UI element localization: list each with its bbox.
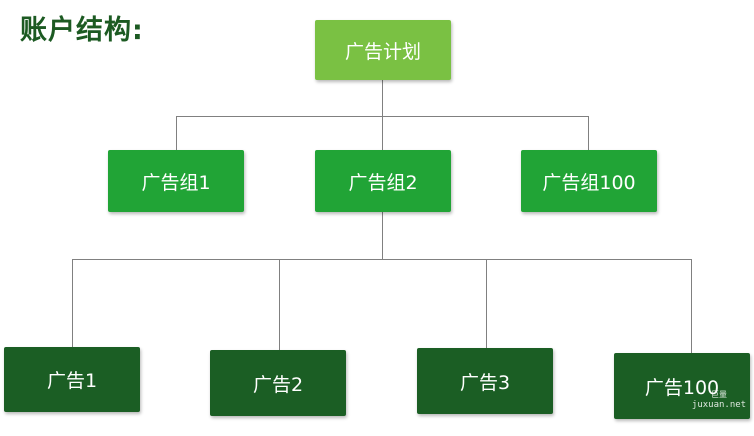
ad-node: 广告1 [4, 347, 140, 412]
ad-node: 广告100 [614, 353, 750, 419]
ad-group-label: 广告组1 [141, 171, 211, 194]
page-title: 账户结构: [20, 15, 144, 46]
plan-node: 广告计划 [315, 20, 451, 80]
ad-node: 广告2 [210, 350, 346, 416]
ad-group-node: 广告组100 [521, 150, 657, 212]
ad-label: 广告2 [252, 373, 304, 396]
ad-group-label: 广告组2 [348, 171, 418, 194]
plan-node-label: 广告计划 [344, 40, 421, 63]
site-watermark: 巨量 juxuan.net [686, 389, 752, 411]
watermark-site: juxuan.net [691, 400, 747, 410]
ad-group-label: 广告组100 [542, 171, 636, 194]
ad-group-node: 广告组2 [315, 150, 451, 212]
ad-label: 广告100 [644, 376, 720, 399]
ad-node: 广告3 [417, 348, 553, 414]
ad-group-node: 广告组1 [108, 150, 244, 212]
ad-label: 广告3 [459, 371, 511, 394]
ad-label: 广告1 [46, 370, 98, 392]
watermark-logo: 巨量 [711, 390, 727, 399]
